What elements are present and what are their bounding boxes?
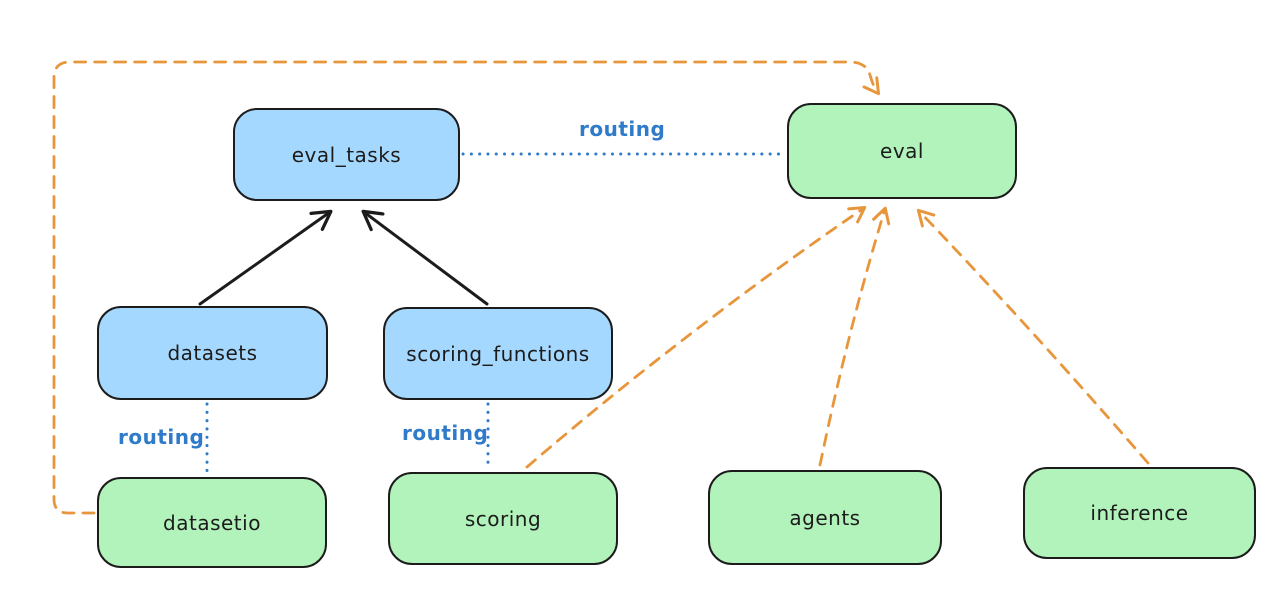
- edge-label-routing-datasets-datasetio: routing: [118, 425, 205, 449]
- node-eval-label: eval: [880, 139, 924, 163]
- edge-scoring-to-eval: [525, 206, 867, 469]
- node-scoring[interactable]: scoring: [388, 472, 618, 565]
- node-scoring-label: scoring: [464, 506, 542, 531]
- node-scoring-functions-label: scoring_functions: [406, 341, 590, 366]
- edge-datasetio-to-eval-loop: [52, 60, 880, 515]
- node-datasets[interactable]: datasets: [97, 306, 328, 400]
- edge-inference-to-eval: [916, 208, 1150, 465]
- edge-label-routing-scoring-functions-scoring: routing: [402, 421, 489, 445]
- node-agents-label: agents: [789, 505, 861, 530]
- edge-datasets-to-eval-tasks: [198, 209, 333, 306]
- node-inference-label: inference: [1090, 501, 1189, 525]
- node-datasets-label: datasets: [167, 341, 258, 365]
- node-datasetio[interactable]: datasetio: [97, 477, 327, 568]
- node-inference[interactable]: inference: [1023, 467, 1256, 559]
- node-scoring-functions[interactable]: scoring_functions: [383, 307, 613, 400]
- node-eval-tasks[interactable]: eval_tasks: [233, 108, 460, 201]
- node-datasetio-label: datasetio: [163, 510, 261, 535]
- edge-scoring-functions-to-eval-tasks: [361, 209, 489, 306]
- node-agents[interactable]: agents: [708, 470, 942, 565]
- node-eval-tasks-label: eval_tasks: [291, 142, 402, 167]
- node-eval[interactable]: eval: [787, 103, 1017, 199]
- edge-label-routing-eval-tasks-eval: routing: [579, 117, 666, 141]
- edge-agents-to-eval: [818, 206, 891, 467]
